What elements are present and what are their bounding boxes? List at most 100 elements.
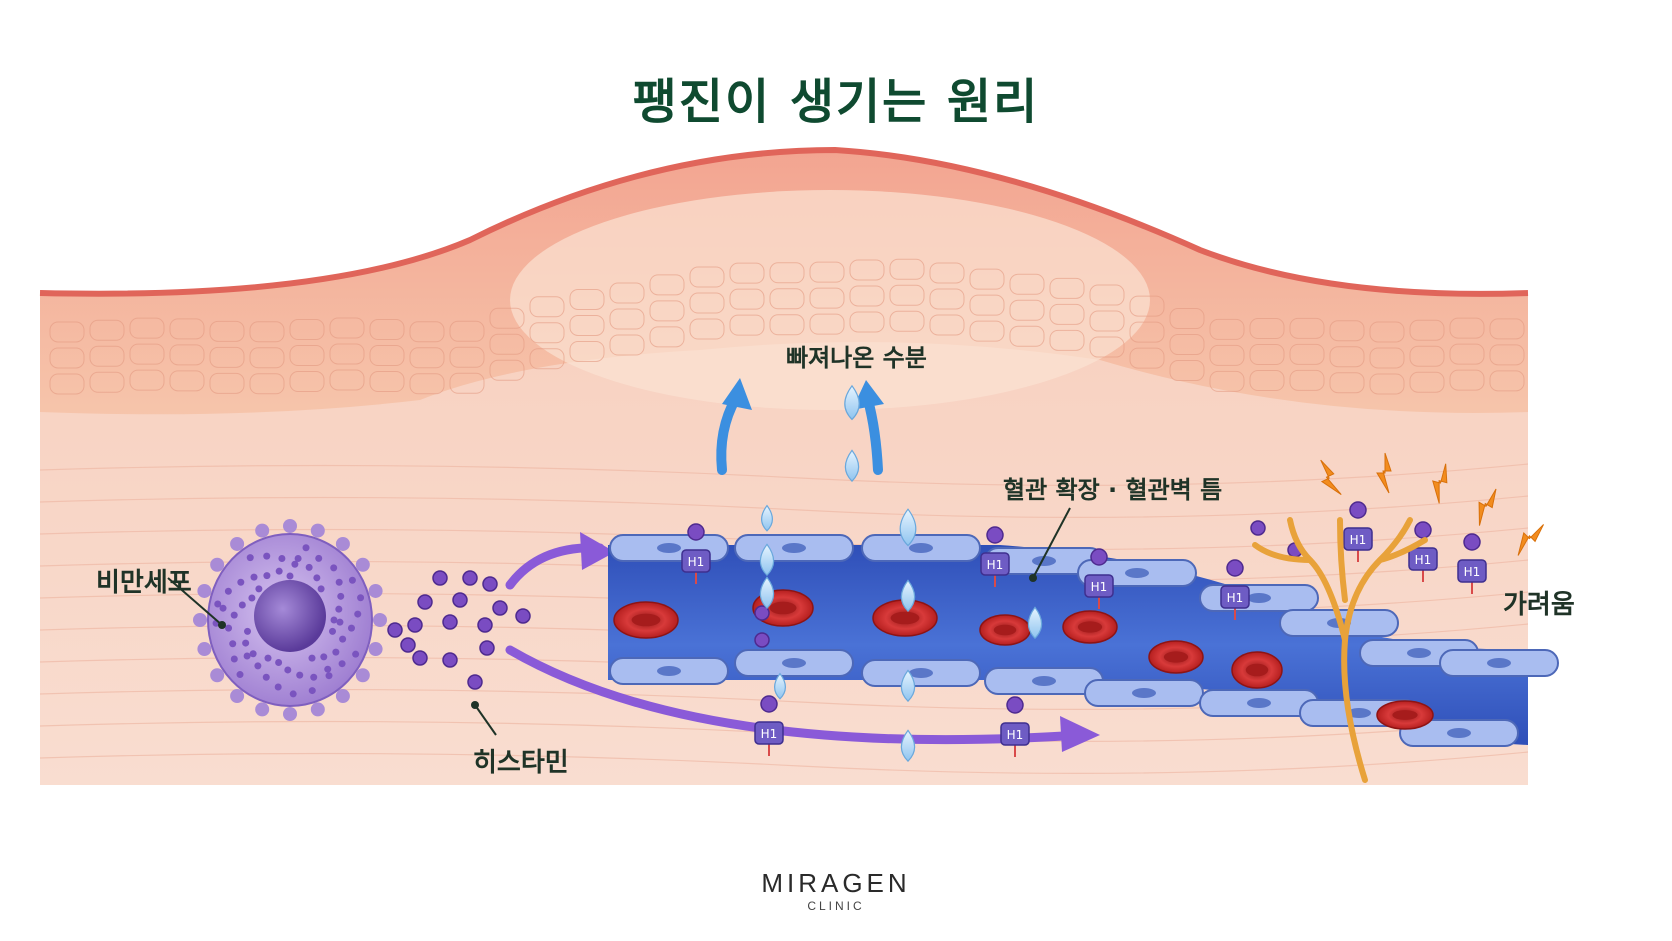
vessel-wall-nucleus (909, 668, 933, 678)
label-itch: 가려움 (1503, 590, 1575, 620)
mast-cell-granule (263, 552, 271, 560)
histamine-particle-icon (482, 576, 498, 592)
vessel-wall-nucleus (1407, 648, 1431, 658)
mast-cell-granule (348, 576, 356, 584)
red-blood-cell-center (1245, 663, 1269, 677)
page-title: 팽진이 생기는 원리 (632, 74, 1040, 130)
mast-cell-granule (296, 671, 304, 679)
water-drops (759, 384, 1043, 763)
mast-cell-granule (315, 554, 323, 562)
water-drop-icon (761, 504, 773, 532)
svg-text:H1: H1 (1464, 565, 1481, 579)
h1-receptor-icon: H1 (1000, 696, 1030, 757)
water-drop-icon (844, 449, 860, 483)
red-blood-cell-center (890, 611, 920, 625)
mast-cell-granule-bump (368, 583, 383, 598)
mast-cell-granule-bump (230, 536, 245, 551)
mast-cell-granule (274, 683, 282, 691)
histamine-particle-icon (407, 617, 423, 633)
water-drop-icon (900, 579, 916, 613)
label-histamine: 히스타민 (473, 748, 569, 778)
vessel-wall-nucleus (1032, 676, 1056, 686)
vessel-wall-nucleus (1447, 728, 1471, 738)
h1-receptor-icon: H1 (681, 523, 711, 584)
vessel-wall-nucleus (657, 543, 681, 553)
mast-cell-granule (278, 555, 286, 563)
histamine-particle-icon (400, 637, 416, 653)
histamine-particle-icon (754, 632, 770, 648)
water-drop-icon (1027, 606, 1043, 640)
h1-receptor-icon: H1 (1408, 521, 1438, 582)
label-vessel-change: 혈관 확장 · 혈관벽 틈 (1003, 476, 1223, 504)
mast-cell-granule-bump (283, 707, 297, 721)
svg-text:H1: H1 (1415, 553, 1432, 567)
mast-cell-granule (357, 594, 365, 602)
mast-cell-granule (238, 601, 246, 609)
histamine-particle-icon (432, 570, 448, 586)
histamine-particle-icon (387, 622, 403, 638)
histamine-particle-icon (492, 600, 508, 616)
label-mast-cell: 비만세포 (96, 568, 192, 598)
mast-cell-granule-bump (373, 613, 387, 627)
mast-cell-granule (291, 560, 299, 568)
mast-cell-granule (335, 605, 343, 613)
histamine-particle-icon (452, 592, 468, 608)
mast-cell-granule (246, 554, 254, 562)
red-blood-cell-center (1392, 710, 1418, 720)
water-drop-icon (900, 669, 916, 703)
mast-cell-granule (302, 544, 310, 552)
mast-cell-granule (336, 618, 344, 626)
mast-cell-granule (255, 585, 263, 593)
mast-cell-granule-bump (193, 613, 207, 627)
h1-receptor-icon: H1 (980, 526, 1010, 587)
mast-cell-granule (305, 563, 313, 571)
mast-cell-granule (294, 555, 302, 563)
mast-cell-granule-bump (355, 668, 370, 683)
h1-receptor-icon: H1 (1343, 501, 1373, 562)
vessel-wall-nucleus (1247, 698, 1271, 708)
mast-cell-granule (236, 671, 244, 679)
mast-cell-granule (243, 627, 251, 635)
mast-cell-granule (317, 585, 325, 593)
water-drop-icon (899, 508, 917, 547)
histamine-particle-icon (479, 640, 495, 656)
brand-name: MIRAGEN (761, 868, 911, 898)
wheal-swelling (510, 190, 1150, 410)
mast-cell-granule-bump (310, 523, 325, 538)
water-drop-icon (900, 729, 916, 763)
mast-cell-granule (310, 673, 318, 681)
mast-cell-granule (230, 655, 238, 663)
mast-cell-granule-bump (230, 689, 245, 704)
red-blood-cell-center (1163, 651, 1189, 663)
mast-cell-granule (263, 572, 271, 580)
mast-cell-granule (330, 564, 338, 572)
fluid-up-arrow-right (852, 380, 884, 475)
histamine-particle-icon (462, 570, 478, 586)
mast-cell-granule-bump (255, 523, 270, 538)
mast-cell-granule-bump (355, 557, 370, 572)
svg-text:H1: H1 (1007, 728, 1024, 742)
mast-cell-granule (289, 690, 297, 698)
mast-cell-granule (275, 659, 283, 667)
mast-cell-granule (286, 572, 294, 580)
vessel-wall-nucleus (782, 658, 806, 668)
vessel-wall-nucleus (1032, 556, 1056, 566)
vessel-wall-nucleus (782, 543, 806, 553)
histamine-arrow-lower-head (1060, 716, 1100, 752)
blood-vessel (608, 534, 1559, 747)
mast-cell-granule (325, 672, 333, 680)
mast-cell-granule-bump (255, 702, 270, 717)
histamine-arrow-upper-head (580, 532, 615, 570)
water-drop-icon (844, 384, 860, 421)
mast-cell-nucleus (254, 580, 326, 652)
h1-receptor-icon: H1 (754, 695, 784, 756)
brand-sub: CLINIC (807, 899, 865, 913)
mast-cell-granule-bump (283, 519, 297, 533)
mast-cell-granule (308, 654, 316, 662)
mast-cell-icon (193, 519, 387, 721)
itch-spark-icon (1320, 459, 1342, 496)
itch-spark-icon (1376, 452, 1392, 494)
itch-spark-icon (1517, 524, 1545, 556)
